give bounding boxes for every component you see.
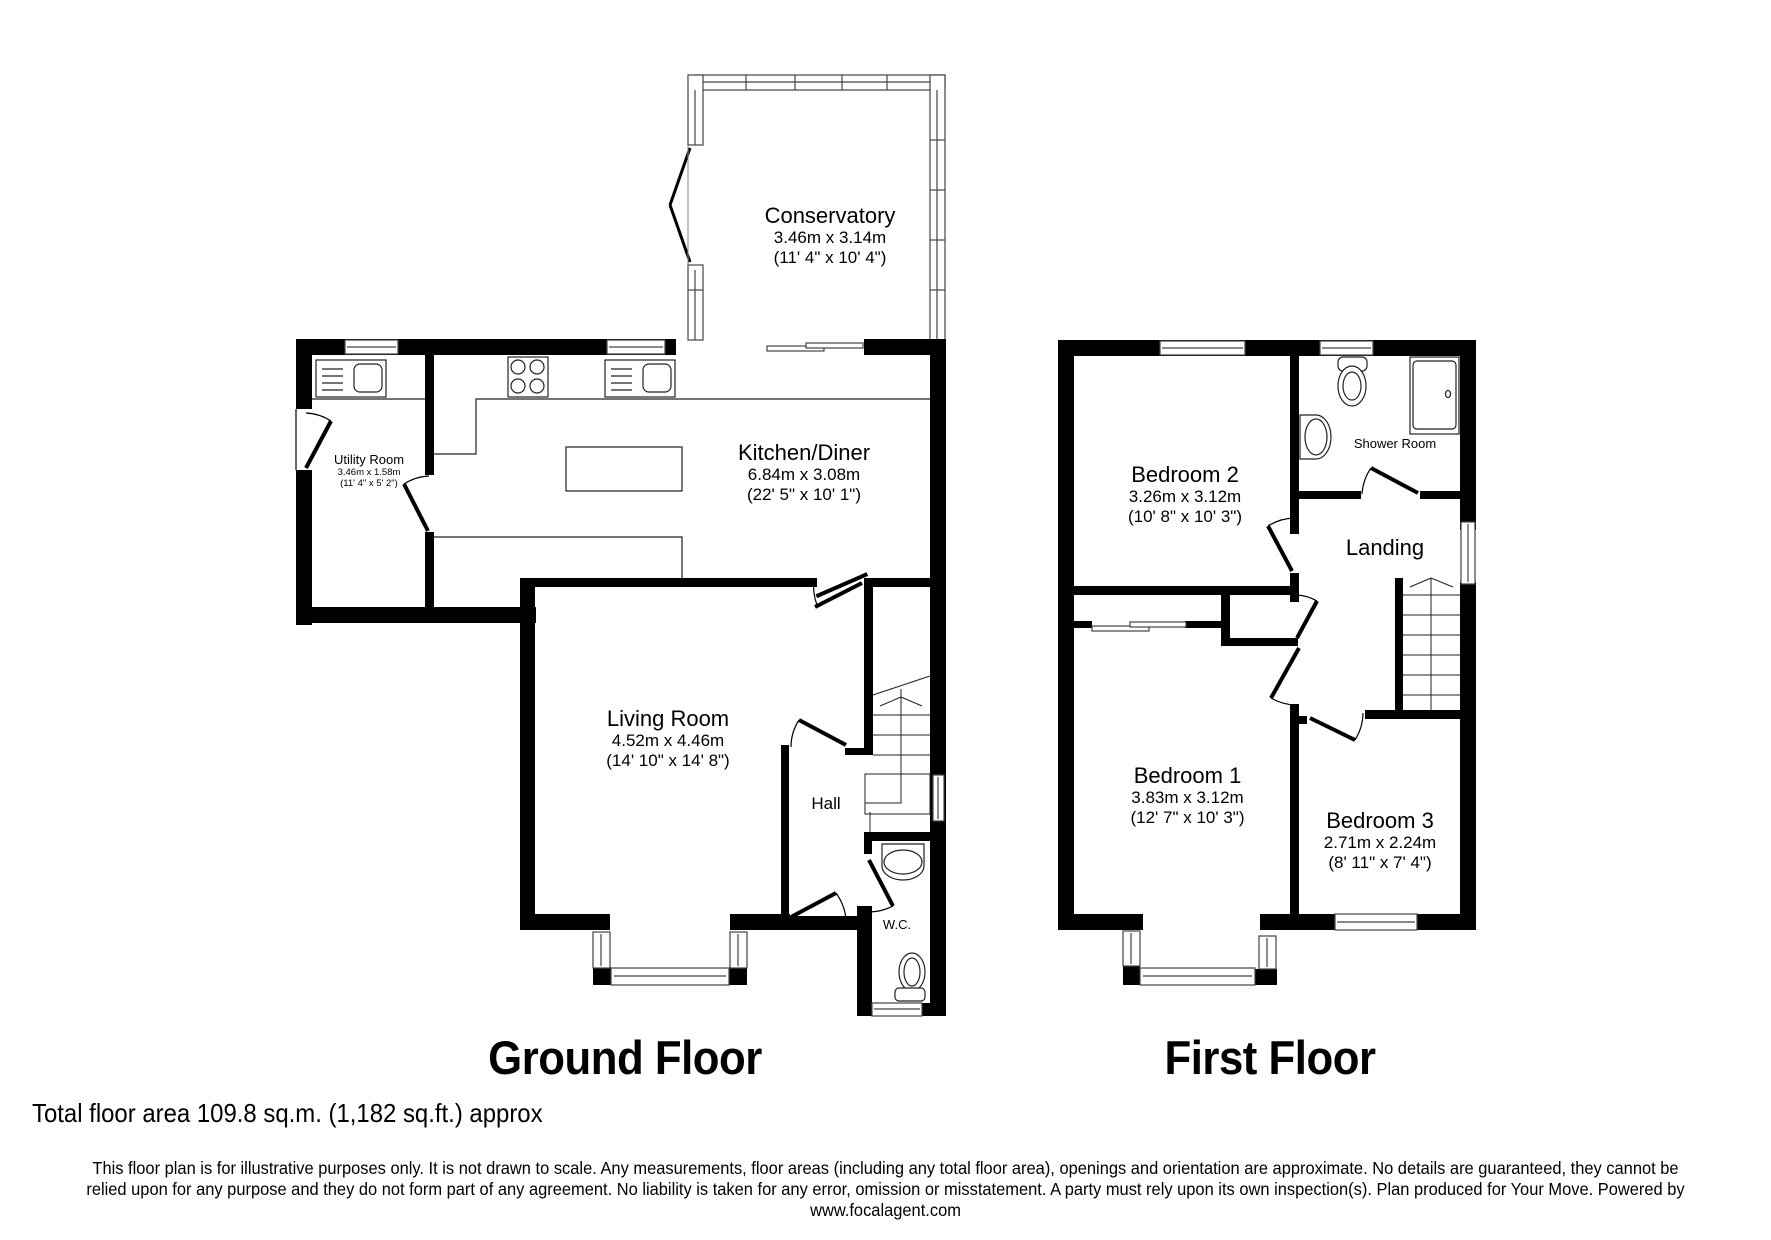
- room-label-utility-room: Utility Room 3.46m x 1.58m (11' 4" x 5' …: [313, 452, 425, 490]
- room-name: Living Room: [606, 706, 730, 731]
- first-floor-doors: [1266, 466, 1419, 742]
- first-floor-windows: [1091, 340, 1476, 986]
- conservatory-french-doors: [668, 145, 692, 265]
- room-dimensions-metric: 3.83m x 3.12m: [1131, 788, 1244, 808]
- room-label-wc: W.C.: [872, 917, 922, 933]
- room-name: Utility Room: [333, 452, 405, 467]
- room-name: Bedroom 3: [1326, 808, 1434, 833]
- room-name: Bedroom 1: [1133, 763, 1242, 788]
- first-floor-fixtures: [1299, 356, 1460, 710]
- first-floor-title: First Floor: [1164, 1031, 1376, 1084]
- room-dimensions-metric: 3.46m x 1.58m: [337, 466, 401, 478]
- room-dimensions-imperial: (11' 4" x 5' 2"): [340, 477, 398, 489]
- conservatory-glazing: [687, 74, 946, 341]
- room-dimensions-imperial: (12' 7" x 10' 3"): [1130, 807, 1245, 827]
- room-dimensions-imperial: (22' 5" x 10' 1"): [746, 484, 861, 504]
- room-label-landing: Landing: [1320, 535, 1450, 560]
- room-name: Conservatory: [764, 203, 896, 228]
- room-name: W.C.: [882, 917, 912, 932]
- room-label-conservatory: Conservatory 3.46m x 3.14m (11' 4" x 10'…: [740, 203, 920, 267]
- ground-floor-walls: [296, 339, 946, 1016]
- room-label-bedroom-3: Bedroom 3 2.71m x 2.24m (8' 11" x 7' 4"): [1300, 808, 1460, 872]
- disclaimer-text: This floor plan is for illustrative purp…: [86, 1158, 1685, 1220]
- ground-floor-windows: [344, 339, 945, 1017]
- room-name: Bedroom 2: [1131, 462, 1239, 487]
- room-label-shower-room: Shower Room: [1335, 436, 1455, 452]
- ground-floor-plan: [295, 74, 946, 1017]
- room-label-bedroom-2: Bedroom 2 3.26m x 3.12m (10' 8" x 10' 3"…: [1090, 462, 1280, 526]
- room-dimensions-metric: 3.46m x 3.14m: [773, 228, 887, 248]
- room-dimensions-metric: 2.71m x 2.24m: [1323, 833, 1437, 853]
- total-floor-area: Total floor area 109.8 sq.m. (1,182 sq.f…: [32, 1098, 543, 1128]
- room-dimensions-metric: 3.26m x 3.12m: [1128, 487, 1242, 507]
- ground-floor-title: Ground Floor: [488, 1031, 762, 1084]
- room-label-living-room: Living Room 4.52m x 4.46m (14' 10" x 14'…: [573, 706, 763, 770]
- room-label-hall: Hall: [796, 794, 856, 814]
- room-name: Hall: [811, 794, 841, 813]
- room-dimensions-imperial: (11' 4" x 10' 4"): [773, 247, 887, 267]
- room-dimensions-imperial: (10' 8" x 10' 3"): [1127, 506, 1242, 526]
- ground-floor-doors: [295, 409, 895, 921]
- room-dimensions-imperial: (8' 11" x 7' 4"): [1328, 852, 1432, 872]
- ground-floor-fixtures: [312, 356, 931, 1002]
- room-label-kitchen-diner: Kitchen/Diner 6.84m x 3.08m (22' 5" x 10…: [714, 440, 894, 504]
- first-floor-plan: [1058, 340, 1476, 986]
- room-label-bedroom-1: Bedroom 1 3.83m x 3.12m (12' 7" x 10' 3"…: [1090, 763, 1285, 827]
- room-name: Landing: [1345, 535, 1425, 560]
- room-name: Kitchen/Diner: [737, 440, 871, 465]
- room-name: Shower Room: [1353, 436, 1437, 451]
- room-dimensions-metric: 4.52m x 4.46m: [611, 731, 725, 751]
- room-dimensions-imperial: (14' 10" x 14' 8"): [606, 750, 730, 770]
- room-dimensions-metric: 6.84m x 3.08m: [747, 465, 861, 485]
